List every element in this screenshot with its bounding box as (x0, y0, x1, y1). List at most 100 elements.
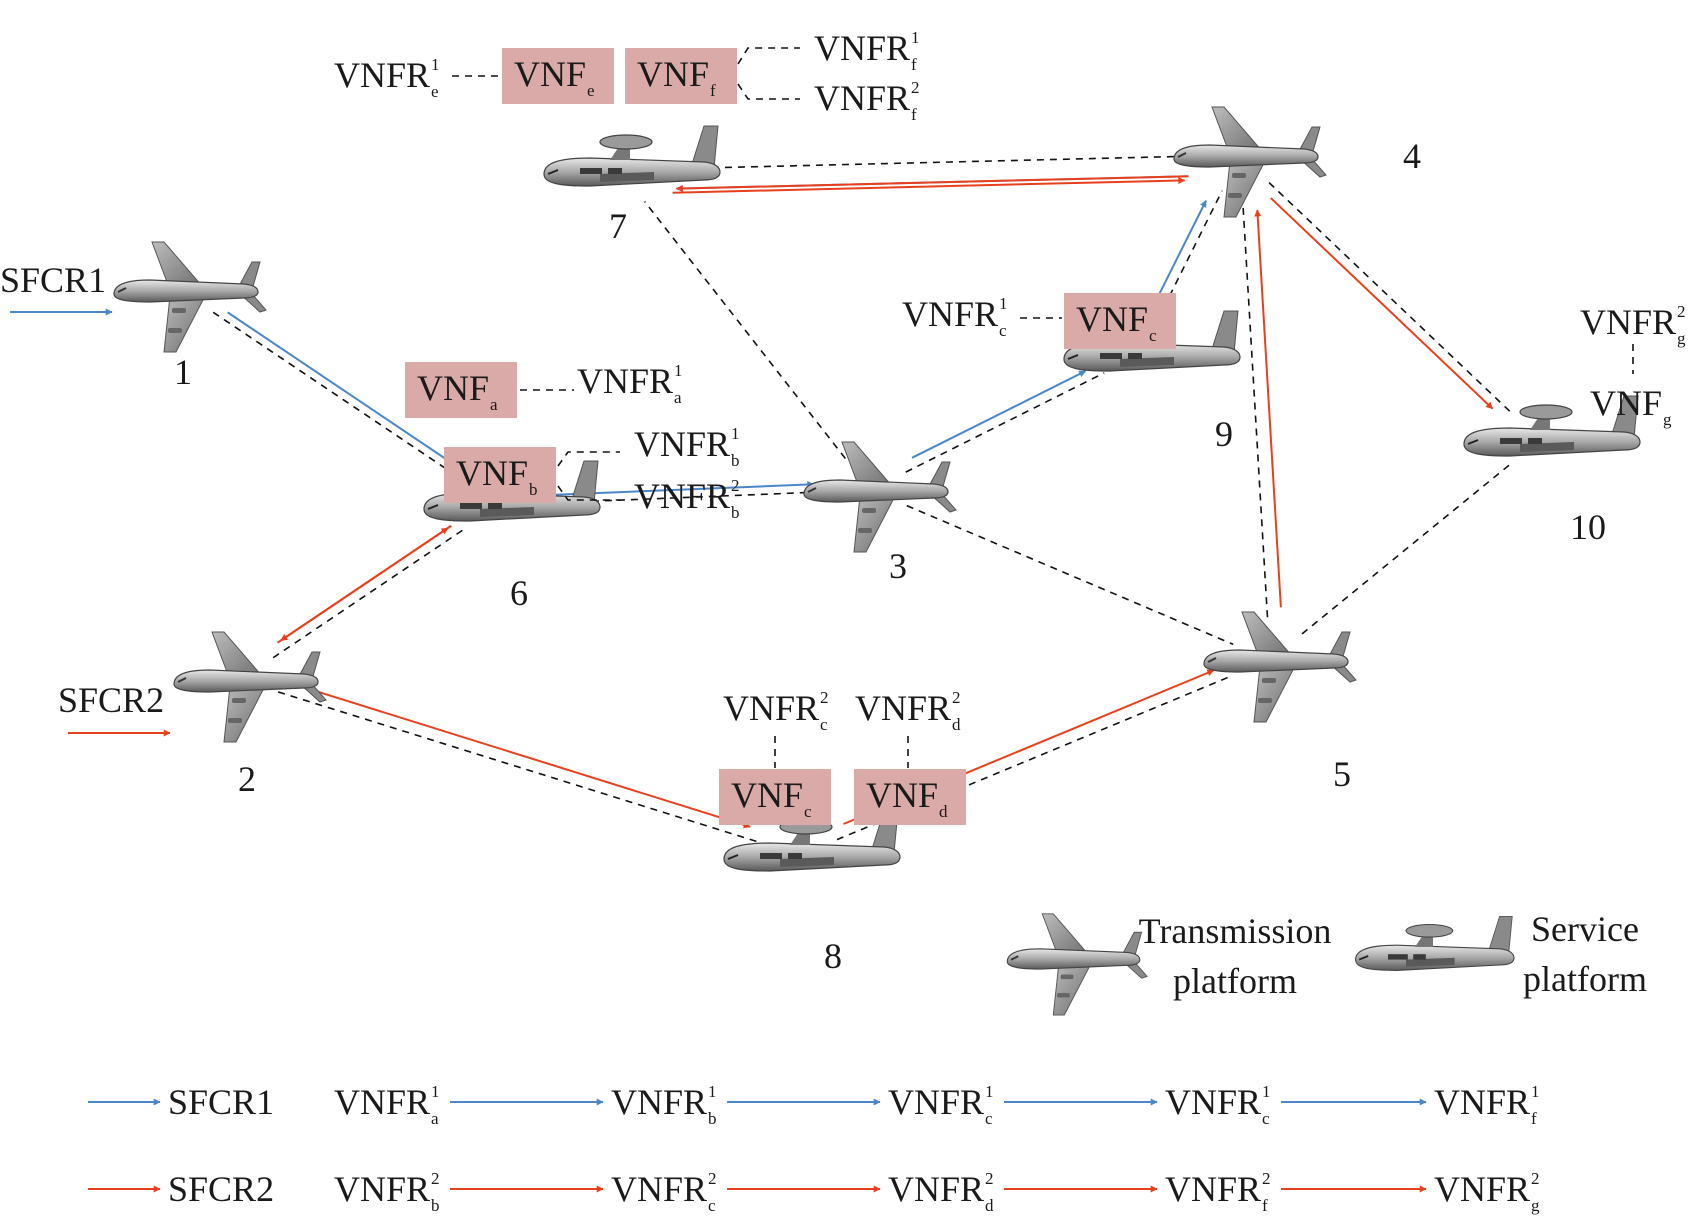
sequence-step-name: VNFR (1434, 1082, 1530, 1122)
vnfr-label-sub: f (911, 55, 917, 74)
node-number: 2 (238, 759, 256, 799)
vnfr-label-sup: 1 (431, 55, 440, 74)
legend-service-line2: platform (1523, 959, 1647, 999)
vnfr-label-name: VNFR (634, 476, 730, 516)
vnfr-label-name: VNFR (814, 28, 910, 68)
node-number: 8 (824, 936, 842, 976)
vnfr-label-sup: 1 (731, 424, 740, 443)
sfcr2-flow-6-2 (280, 524, 452, 642)
vnf-box (444, 447, 556, 503)
vnfr-connector (737, 83, 800, 100)
sequence-step-name: VNFR (334, 1169, 430, 1209)
node-number: 3 (889, 546, 907, 586)
sfcr2-flow-2-8 (292, 683, 751, 829)
link-10-5 (1300, 464, 1510, 636)
sfcr2-input-label: SFCR2 (58, 680, 164, 720)
sequence-step-name: VNFR (888, 1169, 984, 1209)
vnf-label-sub: c (1149, 326, 1157, 345)
node-number: 1 (174, 352, 192, 392)
sequence-step-name: VNFR (888, 1082, 984, 1122)
sequence-step-sup: 1 (985, 1082, 994, 1101)
transmission-aircraft-icon (1006, 912, 1149, 1016)
vnf-label-name: VNF (731, 775, 803, 815)
sfcr1-flow-3-9 (911, 370, 1087, 459)
vnfr-label-name: VNFR (723, 688, 819, 728)
link-9-4 (1157, 190, 1223, 320)
vnfr-label-sup: 2 (1677, 302, 1686, 321)
sequence-step-sub: a (431, 1109, 439, 1128)
vnfr-label-sub: g (1677, 329, 1686, 348)
transmission-aircraft-icon (173, 631, 327, 743)
vnf-box (502, 48, 614, 104)
vnf-box (719, 769, 831, 825)
node-number: 4 (1403, 136, 1421, 176)
vnf-box (405, 362, 517, 418)
sequence-step-name: VNFR (611, 1082, 707, 1122)
vnfr-label-name: VNFR (814, 78, 910, 118)
sequence-step-sup: 1 (431, 1082, 440, 1101)
sequence-step-sub: f (1262, 1196, 1268, 1215)
vnfr-connector (737, 47, 800, 65)
transmission-aircraft-icon (113, 241, 267, 353)
vnfr-label-name: VNFR (634, 424, 730, 464)
vnf-label-name: VNF (866, 775, 938, 815)
link-4-5 (1241, 194, 1269, 621)
sequence-step-sup: 2 (985, 1169, 994, 1188)
vnfr-label-sub: a (674, 388, 682, 407)
service-aircraft-awacs-icon (1354, 915, 1515, 972)
vnf-label-name: VNF (1590, 383, 1662, 423)
legend-transmission-line1: Transmission (1139, 911, 1332, 951)
vnf-label-sub: a (490, 395, 498, 414)
vnfr-label-sub: c (999, 321, 1007, 340)
link-7-4 (659, 155, 1201, 170)
sfcr2-flow-4-7 (675, 175, 1189, 192)
sequence-step-sup: 1 (1531, 1082, 1540, 1101)
node-number: 10 (1570, 507, 1606, 547)
link-2-6 (272, 526, 468, 659)
vnfr-label-name: VNFR (902, 294, 998, 334)
sequence-step-sub: b (708, 1109, 717, 1128)
vnfr-connector (557, 485, 620, 501)
vnfr-label-name: VNFR (855, 688, 951, 728)
sequence-step-sup: 2 (1531, 1169, 1540, 1188)
sequence-label: SFCR2 (168, 1169, 274, 1209)
vnfr-label-sup: 2 (911, 78, 920, 97)
link-2-8 (277, 691, 763, 844)
sequence-step-sub: c (985, 1109, 993, 1128)
physical-links (212, 155, 1512, 844)
sequence-step-sup: 1 (708, 1082, 717, 1101)
vnfr-label-sub: d (952, 715, 961, 734)
vnfr-label-sub: c (820, 715, 828, 734)
link-3-7 (643, 201, 847, 459)
sequence-step-sup: 1 (1262, 1082, 1271, 1101)
link-3-5 (906, 504, 1234, 646)
vnf-label-sub: f (710, 81, 716, 100)
service-flows (227, 175, 1494, 829)
